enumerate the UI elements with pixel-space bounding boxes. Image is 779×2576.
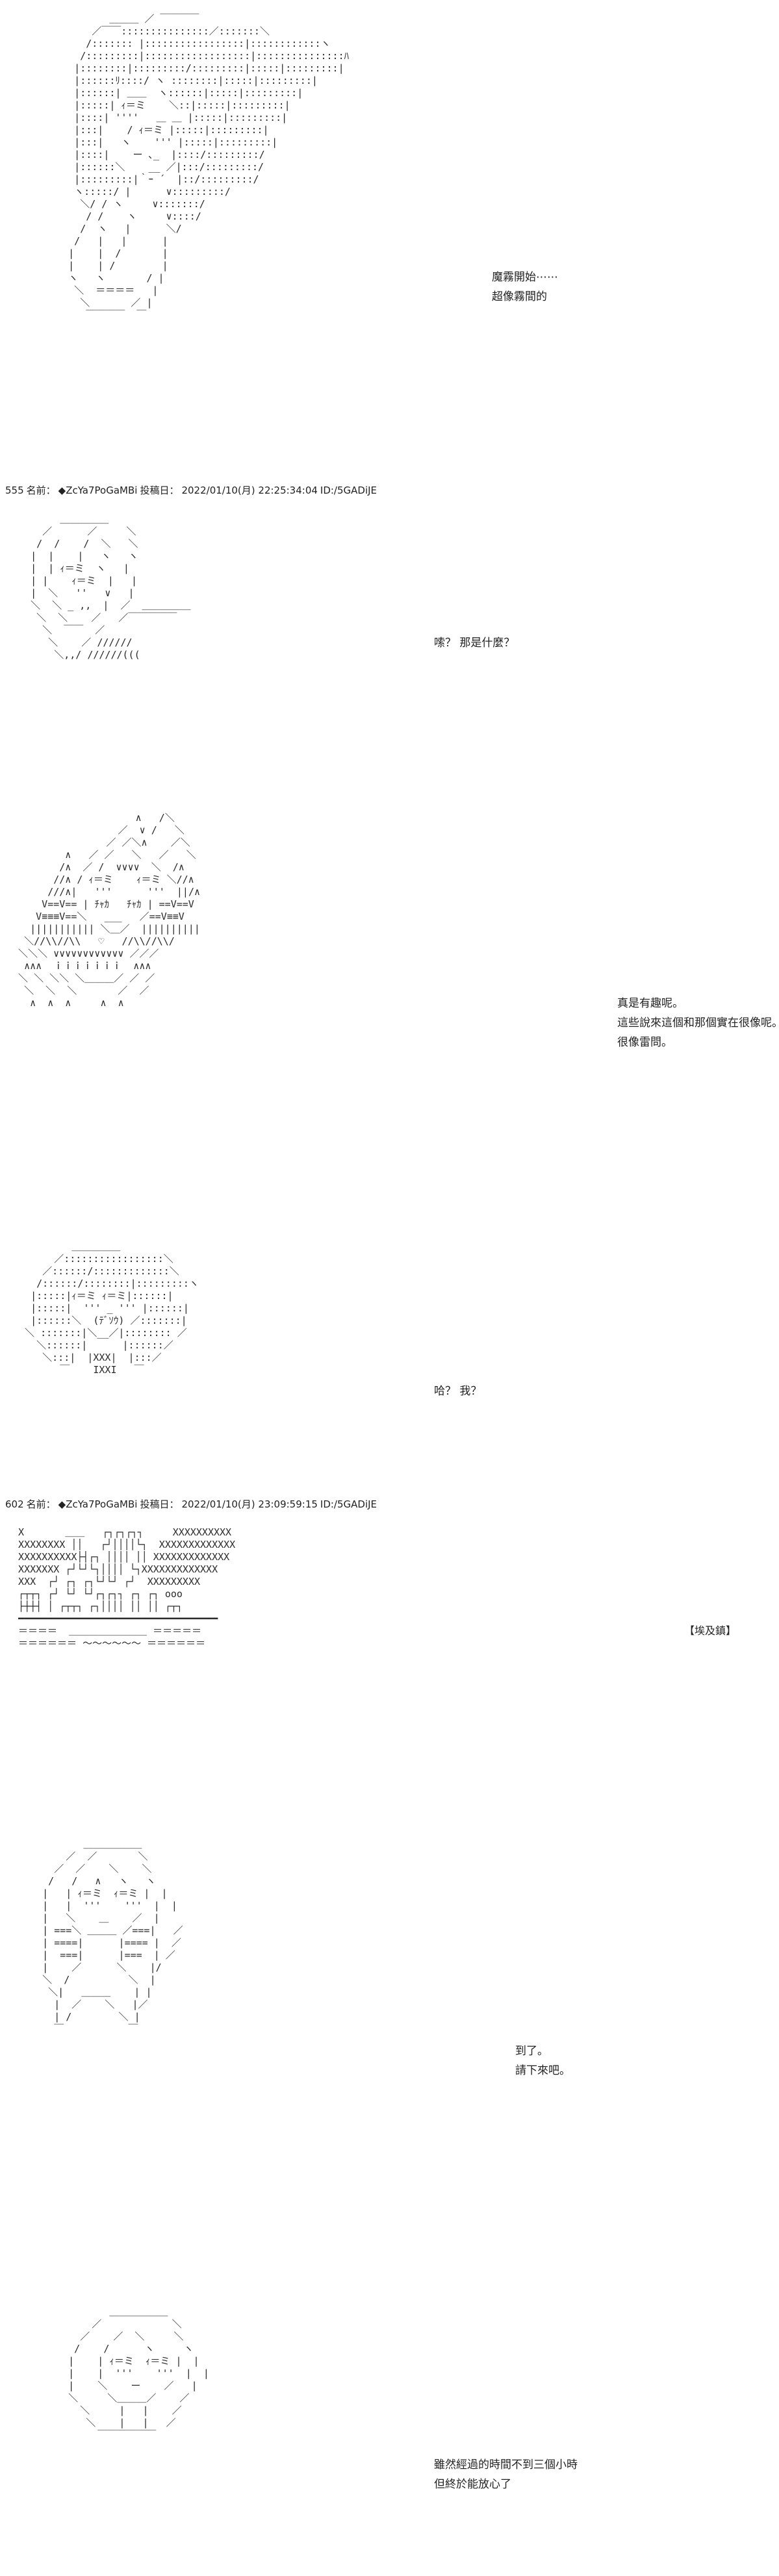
ascii-art-character: ＿＿＿＿＿ ／:::::::::::::::::＼ ／::::::/::::::… [25, 1241, 199, 1376]
post-id[interactable]: ID:/5GADiJE [320, 485, 377, 496]
dialog-box: 到了。 請下來吧。 [515, 2041, 570, 2080]
panel-6: ＿＿＿＿＿＿ ／ ／ ＼ ／ ／ ＼ ＼ / / ∧ ヽ ヽ | | ｨ＝ミ ｨ… [0, 1825, 779, 2280]
dialog-line: 超像霧間的 [492, 290, 547, 303]
post-date: 2022/01/10(月) 22:25:34:04 [181, 485, 318, 496]
dialog-box: 雖然經過的時間不到三個小時 但終於能放心了 [434, 2455, 578, 2494]
post-id[interactable]: ID:/5GADiJE [320, 1498, 377, 1510]
ascii-art-character: ∧ /＼ ／ ∨ / ＼ ／ ／＼∧ ／＼ ∧ ／ ／ ＼ ／ ＼ /∧ ／ /… [18, 812, 201, 1009]
dialog-box: 真是有趣呢。 這些說來這個和那個實在很像呢。 很像雷問。 [617, 994, 779, 1052]
panel-2: ＿＿＿＿＿ ／ ／ ＼ / / / ＼ ＼ | | | ヽ ヽ | | ｨ＝ミ … [0, 500, 779, 773]
post-name-label: 名前： [26, 485, 56, 496]
panel-4: ＿＿＿＿＿ ／:::::::::::::::::＼ ／::::::/::::::… [0, 1228, 779, 1487]
ascii-art-character: ＿＿＿ ／ ￣￣￣￣ ／￣￣:::::::::::::::／:::::::＼ /… [68, 13, 350, 321]
ascii-art-character: ＿＿＿＿＿ ／ ／ ＼ / / / ＼ ＼ | | | ヽ ヽ | | ｨ＝ミ … [31, 513, 191, 661]
panel-5: X ＿＿ ┌┐┌┐┌┐┐ XXXXXXXXXX XXXXXXXX ││ ┌┘││… [0, 1513, 779, 1799]
dialog-line: 這些說來這個和那個實在很像呢。 [617, 1017, 779, 1029]
ascii-art-character: ＿＿＿＿＿＿ ／ ＼ ／ ／ ＼ ＼ / / ヽ ヽ | | ｨ＝ミ ｨ＝ミ |… [68, 2306, 209, 2441]
post-date-label: 投稿日： [140, 1498, 179, 1510]
dialog-line: 但終於能放心了 [434, 2478, 511, 2491]
panel-3: ∧ /＼ ／ ∨ / ＼ ／ ／＼∧ ／＼ ∧ ／ ／ ＼ ／ ＼ /∧ ／ /… [0, 799, 779, 1215]
panel-7: ＿＿＿＿＿＿ ／ ＼ ／ ／ ＼ ＼ / / ヽ ヽ | | ｨ＝ミ ｨ＝ミ |… [0, 2293, 779, 2572]
post-name-label: 名前： [26, 1498, 56, 1510]
panel-1: ＿＿＿ ／ ￣￣￣￣ ／￣￣:::::::::::::::／:::::::＼ /… [0, 0, 779, 468]
location-label: 【埃及鎮】 [684, 1624, 737, 1637]
post-date: 2022/01/10(月) 23:09:59:15 [181, 1498, 318, 1510]
dialog-line: 魔霧開始⋯⋯ [492, 271, 558, 284]
dialog-box: 哈？ 我？ [434, 1382, 481, 1401]
dialog-line: 真是有趣呢。 [617, 997, 683, 1010]
ascii-art-character: ＿＿＿＿＿＿ ／ ／ ＼ ／ ／ ＼ ＼ / / ∧ ヽ ヽ | | ｨ＝ミ ｨ… [42, 1838, 183, 2035]
dialog-line: 到了。 [515, 2045, 548, 2058]
post-date-label: 投稿日： [140, 485, 179, 496]
ascii-art-town-scene: X ＿＿ ┌┐┌┐┌┐┐ XXXXXXXXXX XXXXXXXX ││ ┌┘││… [18, 1526, 236, 1649]
post-author[interactable]: ◆ZcYa7PoGaMBi [58, 485, 138, 496]
dialog-box: 嗦？ 那是什麼？ [434, 633, 515, 653]
dialog-box: 魔霧開始⋯⋯ 超像霧間的 [492, 268, 558, 307]
dialog-line: 嗦？ 那是什麼？ [434, 637, 515, 650]
post-author[interactable]: ◆ZcYa7PoGaMBi [58, 1498, 138, 1510]
dialog-line: 請下來吧。 [515, 2064, 570, 2077]
post-number: 602 [5, 1498, 24, 1510]
post-number: 555 [5, 485, 24, 496]
dialog-line: 雖然經過的時間不到三個小時 [434, 2458, 578, 2471]
dialog-line: 哈？ 我？ [434, 1385, 482, 1398]
dialog-line: 很像雷問。 [617, 1036, 672, 1049]
